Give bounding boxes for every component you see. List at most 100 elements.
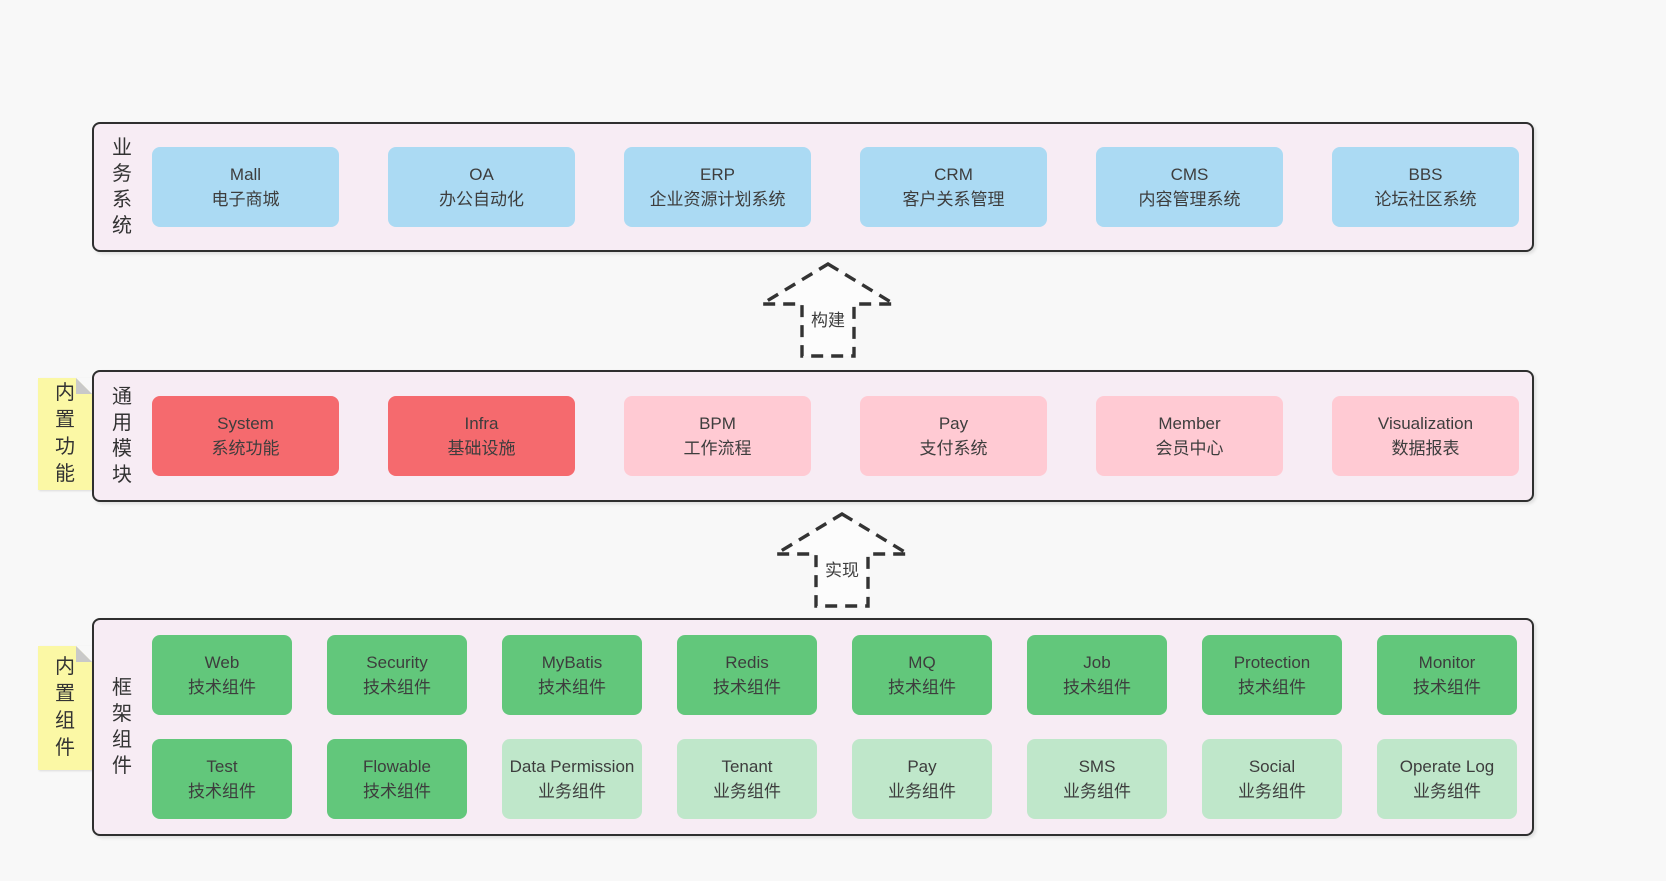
component-subtitle: 办公自动化	[439, 190, 524, 209]
component-box-pay: Pay 业务组件	[852, 739, 992, 819]
component-name: Social	[1248, 757, 1296, 776]
component-name: CRM	[934, 165, 973, 184]
component-subtitle: 业务组件	[888, 782, 956, 801]
component-subtitle: 企业资源计划系统	[649, 190, 786, 209]
component-subtitle: 系统功能	[211, 439, 280, 458]
component-subtitle: 数据报表	[1391, 439, 1460, 458]
component-name: Monitor	[1418, 653, 1476, 672]
component-subtitle: 技术组件	[713, 678, 781, 697]
component-subtitle: 业务组件	[713, 782, 781, 801]
component-name: CMS	[1170, 165, 1209, 184]
component-name: Protection	[1233, 653, 1311, 672]
component-box-monitor: Monitor 技术组件	[1377, 635, 1517, 715]
component-name: BPM	[699, 414, 736, 433]
component-box-system: System 系统功能	[152, 396, 339, 476]
component-subtitle: 业务组件	[1063, 782, 1131, 801]
component-subtitle: 技术组件	[888, 678, 956, 697]
component-name: System	[217, 414, 274, 433]
component-name: ERP	[700, 165, 735, 184]
component-subtitle: 客户关系管理	[902, 190, 1005, 209]
component-box-erp: ERP 企业资源计划系统	[624, 147, 811, 227]
component-subtitle: 技术组件	[538, 678, 606, 697]
component-box-bpm: BPM 工作流程	[624, 396, 811, 476]
component-box-operate-log: Operate Log 业务组件	[1377, 739, 1517, 819]
component-name: Pay	[907, 757, 937, 776]
band-rows: Mall 电子商城 OA 办公自动化 ERP 企业资源计划系统 CRM 客户关系管理 CMS 内容…	[152, 147, 1533, 227]
component-name: Infra	[464, 414, 499, 433]
component-box-protection: Protection 技术组件	[1202, 635, 1342, 715]
component-subtitle: 技术组件	[1238, 678, 1306, 697]
component-subtitle: 电子商城	[211, 190, 280, 209]
component-name: Web	[204, 653, 240, 672]
component-name: Job	[1083, 653, 1111, 672]
component-name: Operate Log	[1399, 757, 1495, 776]
component-name: Data Permission	[509, 757, 635, 776]
component-box-test: Test 技术组件	[152, 739, 292, 819]
component-subtitle: 会员中心	[1155, 439, 1224, 458]
component-name: Pay	[938, 414, 969, 433]
component-subtitle: 内容管理系统	[1138, 190, 1241, 209]
sticky-note-label: 内置功能	[55, 382, 75, 485]
component-subtitle: 论坛社区系统	[1374, 190, 1477, 209]
sticky-note-builtin-components: 内置组件	[38, 646, 92, 770]
sticky-note-builtin-features: 内置功能	[38, 378, 92, 490]
component-subtitle: 支付系统	[919, 439, 988, 458]
component-box-data-permission: Data Permission 业务组件	[502, 739, 642, 819]
build-arrow: 构建	[758, 260, 898, 360]
component-subtitle: 技术组件	[188, 782, 256, 801]
implement-arrow-label: 实现	[822, 556, 862, 581]
component-box-pay: Pay 支付系统	[860, 396, 1047, 476]
component-name: Tenant	[721, 757, 773, 776]
component-subtitle: 技术组件	[1063, 678, 1131, 697]
component-box-crm: CRM 客户关系管理	[860, 147, 1047, 227]
component-subtitle: 技术组件	[1413, 678, 1481, 697]
component-subtitle: 技术组件	[188, 678, 256, 697]
band-title-common-modules: 通用模块	[112, 386, 132, 486]
component-row: Mall 电子商城 OA 办公自动化 ERP 企业资源计划系统 CRM 客户关系管理 CMS 内容…	[152, 147, 1519, 227]
implement-arrow: 实现	[772, 510, 912, 610]
component-name: BBS	[1408, 165, 1443, 184]
component-subtitle: 业务组件	[538, 782, 606, 801]
component-name: SMS	[1078, 757, 1116, 776]
component-box-tenant: Tenant 业务组件	[677, 739, 817, 819]
component-subtitle: 业务组件	[1413, 782, 1481, 801]
component-name: MyBatis	[541, 653, 603, 672]
component-subtitle: 技术组件	[363, 678, 431, 697]
component-name: OA	[469, 165, 494, 184]
component-name: MQ	[908, 653, 936, 672]
component-box-mall: Mall 电子商城	[152, 147, 339, 227]
component-name: Security	[366, 653, 428, 672]
component-subtitle: 工作流程	[683, 439, 752, 458]
component-box-member: Member 会员中心	[1096, 396, 1283, 476]
component-subtitle: 技术组件	[363, 782, 431, 801]
component-box-security: Security 技术组件	[327, 635, 467, 715]
component-name: Member	[1158, 414, 1221, 433]
component-box-social: Social 业务组件	[1202, 739, 1342, 819]
component-box-sms: SMS 业务组件	[1027, 739, 1167, 819]
component-box-mq: MQ 技术组件	[852, 635, 992, 715]
component-name: Visualization	[1377, 414, 1474, 433]
component-name: Test	[206, 757, 238, 776]
component-subtitle: 业务组件	[1238, 782, 1306, 801]
component-box-visualization: Visualization 数据报表	[1332, 396, 1519, 476]
component-name: Redis	[725, 653, 769, 672]
component-box-redis: Redis 技术组件	[677, 635, 817, 715]
component-box-oa: OA 办公自动化	[388, 147, 575, 227]
component-box-mybatis: MyBatis 技术组件	[502, 635, 642, 715]
component-box-flowable: Flowable 技术组件	[327, 739, 467, 819]
component-name: Mall	[229, 165, 262, 184]
component-box-bbs: BBS 论坛社区系统	[1332, 147, 1519, 227]
band-title-framework-components: 框架组件	[112, 677, 132, 777]
component-name: Flowable	[362, 757, 432, 776]
component-box-web: Web 技术组件	[152, 635, 292, 715]
sticky-note-label: 内置组件	[55, 656, 75, 759]
